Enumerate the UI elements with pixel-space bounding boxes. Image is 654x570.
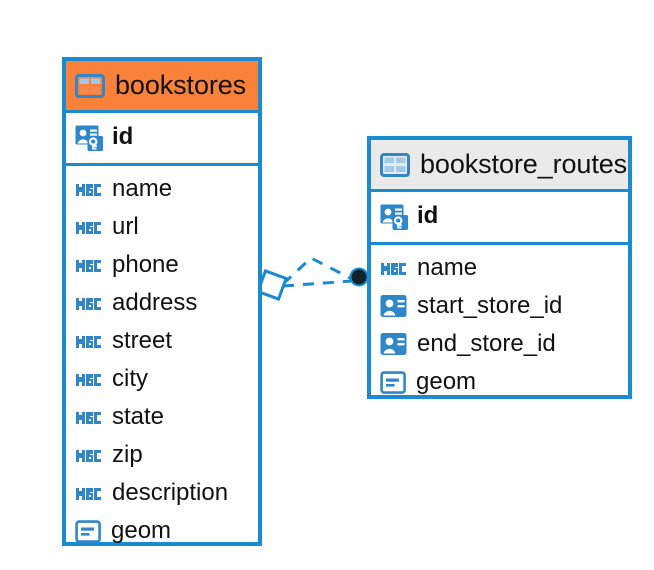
- field-label: geom: [111, 517, 172, 544]
- geometry-icon: [380, 370, 407, 395]
- table-icon: [380, 152, 410, 177]
- field-label: start_store_id: [417, 292, 563, 319]
- field-row[interactable]: url: [66, 208, 258, 246]
- field-row[interactable]: name: [66, 170, 258, 208]
- field-row[interactable]: phone: [66, 246, 258, 284]
- field-row[interactable]: id: [371, 197, 628, 235]
- field-row[interactable]: city: [66, 360, 258, 398]
- text-abc-icon: [75, 331, 103, 351]
- field-label: zip: [112, 441, 143, 468]
- primary-key-section: id: [66, 113, 258, 166]
- text-abc-icon: [75, 445, 103, 465]
- entity-header-bookstores[interactable]: bookstores: [66, 61, 258, 113]
- field-row[interactable]: zip: [66, 436, 258, 474]
- primary-key-icon: [75, 123, 103, 151]
- relationship-line-lower: [282, 279, 353, 288]
- relationship-line-upper: [281, 256, 353, 286]
- field-label: geom: [416, 368, 477, 395]
- field-label: description: [112, 479, 229, 506]
- field-label: phone: [112, 251, 179, 278]
- text-abc-icon: [75, 369, 103, 389]
- foreign-key-icon: [380, 294, 408, 318]
- primary-key-section: id: [371, 192, 628, 245]
- field-label: id: [417, 202, 439, 229]
- field-label: name: [112, 175, 173, 202]
- field-label: address: [112, 289, 198, 316]
- field-row[interactable]: name: [371, 249, 628, 287]
- entity-bookstores[interactable]: bookstores: [62, 57, 262, 546]
- table-icon: [75, 73, 105, 98]
- entity-header-bookstore-routes[interactable]: bookstore_routes: [371, 140, 628, 192]
- foreign-key-icon: [380, 332, 408, 356]
- field-label: end_store_id: [417, 330, 556, 357]
- text-abc-icon: [75, 293, 103, 313]
- field-label: name: [417, 254, 478, 281]
- field-row[interactable]: street: [66, 322, 258, 360]
- field-label: id: [112, 123, 134, 150]
- field-label: url: [112, 213, 139, 240]
- text-abc-icon: [75, 255, 103, 275]
- field-label: state: [112, 403, 165, 430]
- entity-bookstore-routes[interactable]: bookstore_routes: [367, 136, 632, 399]
- entity-title: bookstore_routes: [420, 149, 628, 179]
- field-section: name url: [66, 166, 258, 556]
- field-row[interactable]: end_store_id: [371, 325, 628, 363]
- field-row[interactable]: geom: [371, 363, 628, 401]
- field-row[interactable]: geom: [66, 512, 258, 550]
- field-section: name start_store_id: [371, 245, 628, 407]
- text-abc-icon: [75, 483, 103, 503]
- field-row[interactable]: start_store_id: [371, 287, 628, 325]
- field-row[interactable]: id: [66, 118, 258, 156]
- text-abc-icon: [75, 407, 103, 427]
- entity-title: bookstores: [115, 70, 247, 100]
- field-label: street: [112, 327, 173, 354]
- text-abc-icon: [75, 179, 103, 199]
- geometry-icon: [75, 519, 102, 544]
- field-row[interactable]: description: [66, 474, 258, 512]
- text-abc-icon: [380, 258, 408, 278]
- field-row[interactable]: state: [66, 398, 258, 436]
- field-row[interactable]: address: [66, 284, 258, 322]
- text-abc-icon: [75, 217, 103, 237]
- field-label: city: [112, 365, 148, 392]
- diamond-outline-marker: [255, 268, 289, 302]
- filled-circle-marker: [349, 267, 369, 287]
- primary-key-icon: [380, 202, 408, 230]
